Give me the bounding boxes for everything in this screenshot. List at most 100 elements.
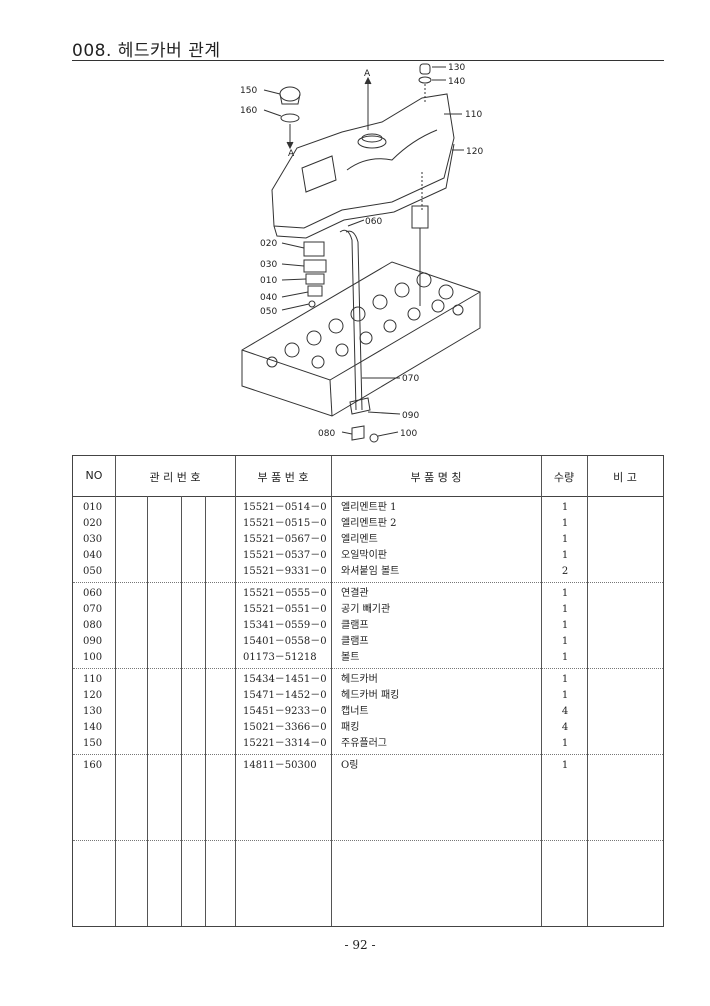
row-part-name: 클램프 [341,636,369,647]
table-row-group: 060 15521－0555－0 연결관 1 070 15521－0551－0 공기 빼기관… [73,582,663,669]
row-part-number: 15521－0515－0 [243,518,327,529]
row-part-name: 볼트 [341,652,360,663]
row-quantity: 2 [561,566,569,577]
row-quantity: 1 [561,604,569,615]
row-number: 120 [83,690,103,701]
row-part-name: 클램프 [341,620,369,631]
oil-filler-cap-shape [279,86,301,102]
row-part-number: 15471－1452－0 [243,690,327,701]
row-part-number: 15221－3314－0 [243,738,327,749]
row-part-name: 연결관 [341,588,369,599]
row-part-name: 공기 빼기관 [341,604,391,615]
row-part-name: 엘리멘트 [341,534,378,545]
row-part-number: 15521－0567－0 [243,534,327,545]
row-quantity: 1 [561,674,569,685]
header-management-no: 관 리 번 호 [149,471,201,484]
table-row: 100 01173－51218 볼트 1 [73,650,663,666]
row-part-number: 01173－51218 [243,652,317,663]
row-part-number: 15521－0551－0 [243,604,327,615]
row-part-name: 오일막이판 [341,550,387,561]
table-row: 120 15471－1452－0 헤드카버 패킹 1 [73,688,663,704]
row-part-name: 헤드카버 패킹 [341,690,400,701]
row-part-number: 15521－0537－0 [243,550,327,561]
row-part-number: 15401－0558－0 [243,636,327,647]
row-quantity: 1 [561,652,569,663]
row-part-name: 와셔붙임 볼트 [341,566,400,577]
row-number: 020 [83,518,103,529]
table-header: NO 관 리 번 호 부 품 번 호 부 품 명 칭 수량 비 고 [73,456,663,497]
row-part-name: 캡너트 [341,706,369,717]
row-number: 010 [83,502,103,513]
callout-a-top: A [364,69,371,79]
row-quantity: 1 [561,588,569,599]
table-row: 040 15521－0537－0 오일막이판 1 [73,548,663,564]
header-no: NO [85,469,103,482]
clamp-shape [349,397,371,415]
callout-080: 080 [318,429,335,439]
bolt-shape [369,433,379,443]
callout-100: 100 [400,429,417,439]
row-part-name: 패킹 [341,722,360,733]
row-quantity: 1 [561,690,569,701]
header-quantity: 수량 [553,471,575,484]
column-divider [587,456,588,926]
element-plate-shape [303,241,325,257]
row-part-number: 15451－9233－0 [243,706,327,717]
cylinder-head-shape [241,261,481,417]
callout-140: 140 [448,77,465,87]
row-part-name: 엘리멘트판 2 [341,518,397,529]
callout-040: 040 [260,293,277,303]
packing-shape [418,76,432,84]
column-divider [541,456,542,926]
page-title: 008. 헤드카버 관계 [72,41,221,61]
row-quantity: 4 [561,706,569,717]
table-row: 090 15401－0558－0 클램프 1 [73,634,663,650]
callout-110: 110 [465,110,482,120]
row-number: 040 [83,550,103,561]
table-row: 020 15521－0515－0 엘리멘트판 2 1 [73,516,663,532]
row-number: 100 [83,652,103,663]
row-number: 050 [83,566,103,577]
callout-090: 090 [402,411,419,421]
row-number: 060 [83,588,103,599]
column-divider [181,496,182,926]
row-quantity: 1 [561,518,569,529]
callout-050: 050 [260,307,277,317]
callout-a-bottom: A [288,149,295,159]
row-number: 070 [83,604,103,615]
page-number: - 92 - [344,938,376,952]
o-ring-shape [280,113,300,123]
parts-table: NO 관 리 번 호 부 품 번 호 부 품 명 칭 수량 비 고 010 155… [72,455,664,927]
cap-nut-shape [419,63,431,75]
row-number: 090 [83,636,103,647]
row-part-number: 15434－1451－0 [243,674,327,685]
row-quantity: 1 [561,760,569,771]
callout-030: 030 [260,260,277,270]
callout-070: 070 [402,374,419,384]
head-cover-gasket-shape [273,143,455,239]
callout-130: 130 [448,63,465,73]
column-divider [147,496,148,926]
row-number: 150 [83,738,103,749]
row-part-number: 15341－0559－0 [243,620,327,631]
row-quantity: 1 [561,550,569,561]
row-quantity: 1 [561,636,569,647]
header-part-name: 부 품 명 칭 [410,471,462,484]
callout-010: 010 [260,276,277,286]
callout-060: 060 [365,217,382,227]
callout-150: 150 [240,86,257,96]
row-part-number: 15521－0555－0 [243,588,327,599]
row-quantity: 1 [561,620,569,631]
head-cover-shape [271,93,455,229]
connector-pipe-shape [339,229,357,411]
